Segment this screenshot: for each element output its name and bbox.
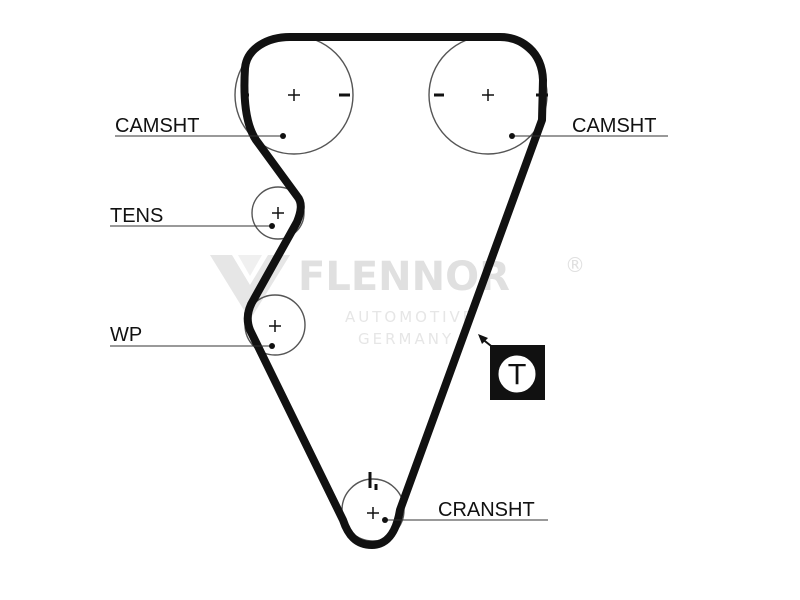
label-camshaft-right: CAMSHT [572,115,656,137]
label-tensioner: TENS [110,205,163,227]
tensioner-marker-letter: T [507,358,526,391]
leader-lines [110,135,668,521]
leader-dots [269,133,515,523]
watermark-line1: AUTOMOTIVE [345,308,475,326]
watermark-brand: FLENNOR [298,254,510,300]
watermark-registered-mark: ® [565,253,585,277]
watermark: FLENNOR ® AUTOMOTIVE GERMANY [210,253,585,348]
timing-marks [241,93,548,490]
pulley-center-marks [269,89,494,519]
label-crankshaft: CRANSHT [438,499,535,521]
label-water-pump: WP [110,324,142,346]
label-camshaft-left: CAMSHT [115,115,199,137]
tensioner-marker-icon: T [478,334,545,400]
timing-belt [240,33,547,549]
watermark-line2: GERMANY [358,330,454,348]
